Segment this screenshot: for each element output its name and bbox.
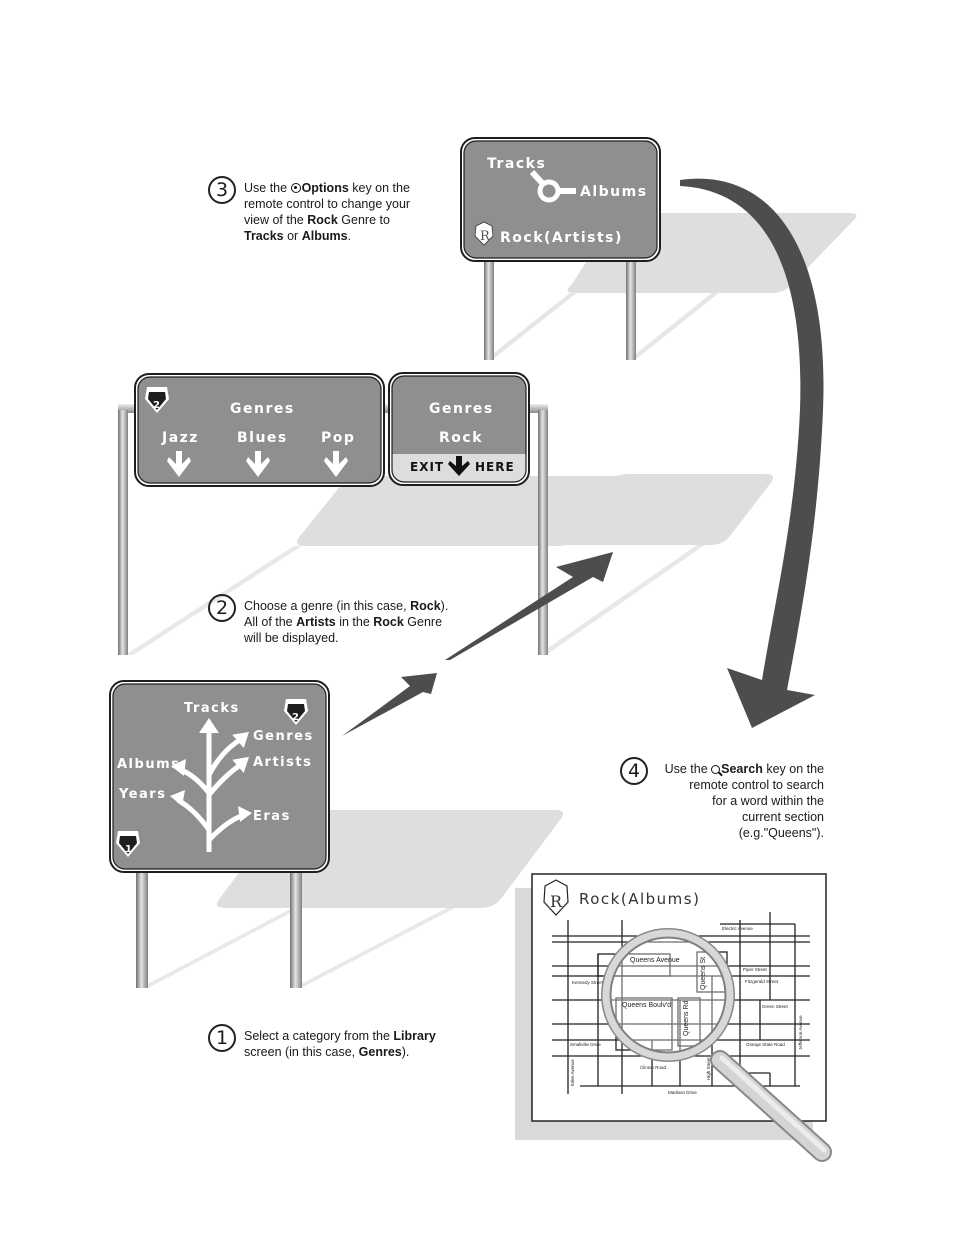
sign-rock-artists-label: Rock(Artists) xyxy=(500,230,623,246)
rock-shield-letter: R xyxy=(480,229,491,244)
exit-sign: Genres Rock EXIT HERE xyxy=(388,372,530,486)
step-4: 4 Use the Search key on the remote contr… xyxy=(620,757,824,841)
svg-text:Queens Avenue: Queens Avenue xyxy=(630,957,680,964)
tree-arrowheads xyxy=(170,718,252,822)
sign-artists-branch: Artists xyxy=(253,755,312,770)
map-queens-labels: Queens Avenue Queens Boulv'd Queens St Q… xyxy=(622,957,707,1036)
step-3-number: 3 xyxy=(208,176,236,204)
exit-down-arrow-icon xyxy=(448,456,470,476)
map-title: Rock(Albums) xyxy=(579,890,700,908)
step-1-number: 1 xyxy=(208,1024,236,1052)
sign-albums-label: Albums xyxy=(580,184,648,200)
down-arrow-icon xyxy=(246,451,270,477)
sign-tracks-branch: Tracks xyxy=(184,701,240,716)
sign-genres-title: Genres xyxy=(230,401,295,417)
step-2-number: 2 xyxy=(208,594,236,622)
step-2: 2 Choose a genre (in this case, Rock). A… xyxy=(208,594,448,646)
search-icon xyxy=(711,765,721,774)
sign-exit-rock-label: Rock xyxy=(439,430,483,446)
sign-years-branch: Years xyxy=(118,787,166,802)
svg-text:Green Street: Green Street xyxy=(762,1004,789,1009)
interstate-2-icon: 2 xyxy=(284,699,308,725)
rock-shield-icon xyxy=(474,221,494,246)
sign-exit-genres-title: Genres xyxy=(429,401,494,417)
svg-text:Queens St: Queens St xyxy=(700,957,707,990)
svg-text:2: 2 xyxy=(292,712,299,723)
sign-pop-label: Pop xyxy=(321,430,355,446)
here-label: HERE xyxy=(475,460,515,474)
map-street-labels: Electric Avenue Piper Street Kennedy Str… xyxy=(570,926,803,1095)
svg-text:2: 2 xyxy=(153,400,160,411)
step-4-number: 4 xyxy=(620,757,648,785)
interstate-2-icon: 2 xyxy=(145,387,169,413)
svg-text:Smallville Drive: Smallville Drive xyxy=(570,1042,601,1047)
svg-text:Clinton Road: Clinton Road xyxy=(640,1065,667,1070)
options-sign: Tracks Albums R Rock(Artists) xyxy=(460,137,661,262)
interstate-1-icon: 1 xyxy=(116,831,140,857)
svg-text:R: R xyxy=(550,892,563,911)
svg-text:Madison Drive: Madison Drive xyxy=(668,1090,697,1095)
svg-text:Orange State Road: Orange State Road xyxy=(746,1042,785,1047)
exit-label: EXIT xyxy=(410,460,444,474)
sign-jazz-label: Jazz xyxy=(161,430,199,446)
genres-sign: 2 Genres Jazz Blues Pop xyxy=(134,373,385,487)
library-sign: Tracks Genres Artists Albums Years Eras … xyxy=(109,680,330,873)
step-1: 1 Select a category from the Library scr… xyxy=(208,1024,436,1060)
sign-eras-branch: Eras xyxy=(253,809,291,824)
options-icon xyxy=(290,183,301,193)
svg-text:Piper Street: Piper Street xyxy=(743,967,768,972)
down-arrow-icon xyxy=(324,451,348,477)
curved-arrow xyxy=(680,178,824,729)
map-panel: R Rock(Albums) xyxy=(515,873,832,1162)
svg-text:High Street: High Street xyxy=(706,1057,711,1080)
svg-text:Eden Avenue: Eden Avenue xyxy=(570,1059,575,1086)
sign-blues-label: Blues xyxy=(237,430,288,446)
svg-text:Fitzgerald Street: Fitzgerald Street xyxy=(745,979,779,984)
svg-text:Queens Rd: Queens Rd xyxy=(683,1000,690,1036)
svg-text:Electric Avenue: Electric Avenue xyxy=(722,926,753,931)
sign-tracks-label: Tracks xyxy=(487,156,546,172)
step-3: 3 Use the Options key on the remote cont… xyxy=(208,176,410,244)
map-rock-shield-icon: R xyxy=(543,879,569,916)
svg-text:1: 1 xyxy=(125,844,132,855)
diagonal-arrow xyxy=(342,552,613,736)
svg-text:Jefferson Avenue: Jefferson Avenue xyxy=(798,1015,803,1050)
svg-text:Kennedy Street: Kennedy Street xyxy=(572,980,604,985)
sign-genres-branch: Genres xyxy=(253,729,314,744)
sign-albums-branch: Albums xyxy=(117,757,180,772)
down-arrow-icon xyxy=(167,451,191,477)
magnifier-icon xyxy=(601,928,832,1162)
svg-text:Queens Boulv'd: Queens Boulv'd xyxy=(622,1002,671,1009)
